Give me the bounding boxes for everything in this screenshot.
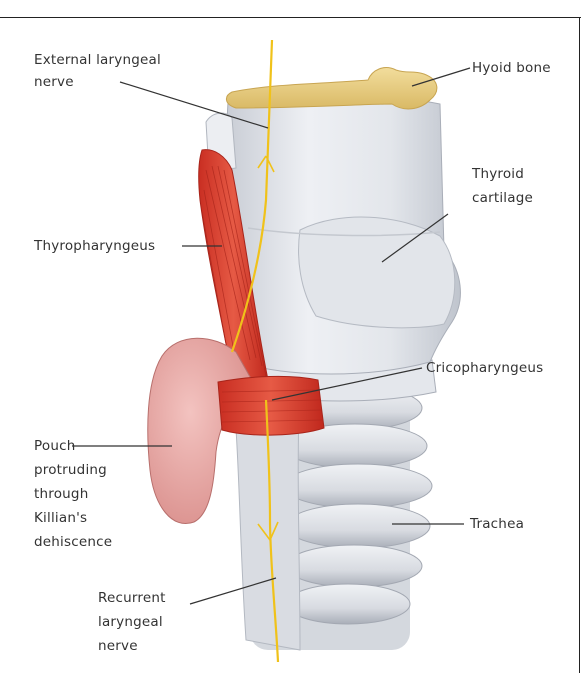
- label-line: laryngeal: [98, 610, 166, 634]
- hyoid-bone-shape: [226, 68, 436, 109]
- label-line: Recurrent: [98, 586, 166, 610]
- label-line: External laryngeal: [34, 48, 161, 72]
- label-line: cartilage: [472, 186, 533, 210]
- label-line: protruding: [34, 458, 112, 482]
- label-line: dehiscence: [34, 530, 112, 554]
- label-line: Killian's: [34, 506, 112, 530]
- label-line: Thyroid: [472, 162, 533, 186]
- label-trachea: Trachea: [470, 512, 524, 536]
- label-recurrent-laryngeal-nerve: Recurrent laryngeal nerve: [98, 586, 166, 658]
- label-line: through: [34, 482, 112, 506]
- trachea-ring: [286, 504, 430, 548]
- label-pouch: Pouch protruding through Killian's dehis…: [34, 434, 112, 554]
- cricopharyngeus-muscle: [218, 376, 324, 435]
- label-hyoid-bone: Hyoid bone: [472, 56, 551, 80]
- label-thyroid-cartilage: Thyroid cartilage: [472, 162, 533, 210]
- label-line: Pouch: [34, 434, 112, 458]
- label-external-laryngeal-nerve: External laryngeal nerve: [34, 48, 161, 94]
- thyroid-prominence: [299, 217, 455, 328]
- label-line: nerve: [98, 634, 166, 658]
- label-thyropharyngeus: Thyropharyngeus: [34, 234, 155, 258]
- trachea-ring: [284, 464, 432, 508]
- label-cricopharyngeus: Cricopharyngeus: [426, 356, 543, 380]
- trachea-ring: [286, 584, 410, 624]
- trachea-ring: [286, 545, 422, 587]
- label-line: nerve: [34, 70, 161, 94]
